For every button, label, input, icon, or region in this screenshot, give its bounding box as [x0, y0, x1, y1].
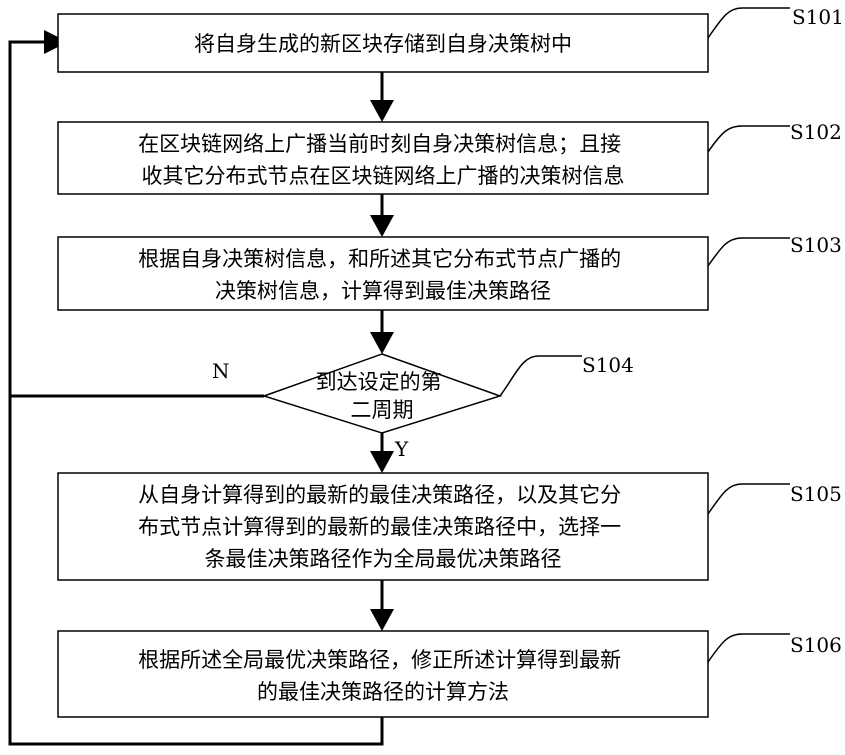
connector-s105-s106 [370, 580, 394, 631]
step-box-s103: 根据自身决策树信息，和所述其它分布式节点广播的 决策树信息，计算得到最佳决策路径 [58, 237, 708, 310]
connector-s103-s104 [370, 310, 394, 354]
step-text-s101: 将自身生成的新区块存储到自身决策树中 [194, 32, 572, 56]
callout-s106: S106 [708, 633, 842, 662]
step-id-s103: S103 [790, 233, 842, 257]
step-box-s102: 在区块链网络上广播当前时刻自身决策树信息；且接 收其它分布式节点在区块链网络上广… [58, 122, 708, 194]
decision-diamond-s104: 到达设定的第 二周期 [264, 354, 500, 433]
callout-s104: S104 [500, 353, 634, 396]
callout-s105: S105 [708, 482, 842, 514]
step-text-s105: 从自身计算得到的最新的最佳决策路径，以及其它分 布式节点计算得到的最新的最佳决策… [138, 483, 628, 571]
callout-s103: S103 [708, 233, 842, 266]
step-box-s105: 从自身计算得到的最新的最佳决策路径，以及其它分 布式节点计算得到的最新的最佳决策… [58, 473, 708, 580]
step-id-s104: S104 [582, 353, 634, 377]
connector-s102-s103 [370, 194, 394, 237]
step-id-s105: S105 [790, 482, 842, 506]
step-box-s106: 根据所述全局最优决策路径，修正所述计算得到最新 的最佳决策路径的计算方法 [58, 631, 708, 717]
connector-s101-s102 [370, 72, 394, 122]
step-id-s101: S101 [792, 5, 844, 29]
yes-branch-label: Y [394, 437, 409, 461]
callout-s101: S101 [708, 5, 844, 38]
callout-s102: S102 [708, 120, 842, 152]
step-id-s106: S106 [790, 633, 842, 657]
no-branch-label: N [212, 359, 230, 383]
step-id-s102: S102 [790, 120, 842, 144]
connector-s104-s105 [370, 433, 394, 473]
step-box-s101: 将自身生成的新区块存储到自身决策树中 [58, 14, 708, 72]
